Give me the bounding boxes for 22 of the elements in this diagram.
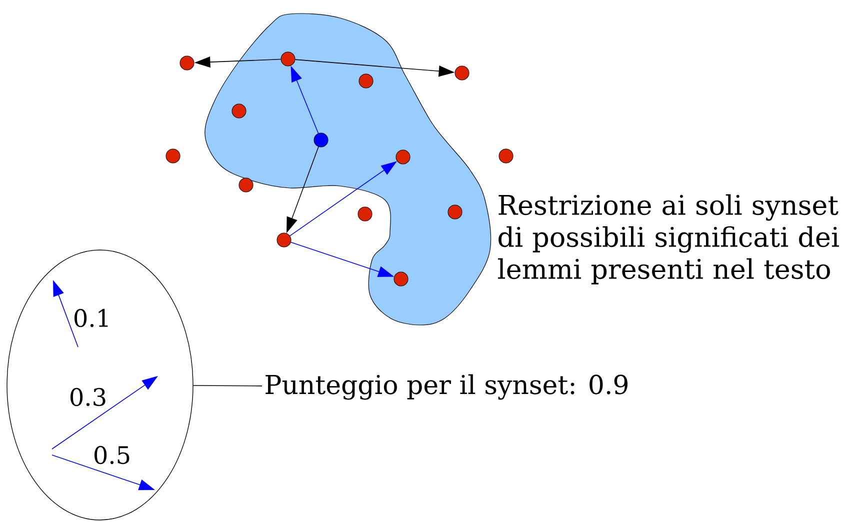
dot xyxy=(358,206,372,222)
dot xyxy=(448,204,462,220)
dot xyxy=(358,74,374,88)
dot xyxy=(166,148,180,164)
value-label: 0.3 xyxy=(70,388,106,406)
dot xyxy=(394,272,408,286)
description-text: Restrizione ai soli synset di possibili significati dei lemmi presenti nel testo xyxy=(498,194,839,284)
value-label: 0.1 xyxy=(74,308,108,328)
dot xyxy=(276,232,292,248)
value-label: 0.5 xyxy=(94,446,130,464)
dot xyxy=(314,132,328,148)
dot xyxy=(238,178,254,192)
dot xyxy=(280,52,296,66)
dot xyxy=(180,56,194,70)
ellipse xyxy=(6,250,194,520)
caption-text: Punteggio per il synset: 0.9 xyxy=(266,374,628,400)
dot xyxy=(232,104,246,118)
leader-line xyxy=(192,385,262,386)
region-blob xyxy=(204,13,492,326)
dot xyxy=(454,66,470,80)
dot xyxy=(498,148,514,164)
dot xyxy=(396,150,410,164)
